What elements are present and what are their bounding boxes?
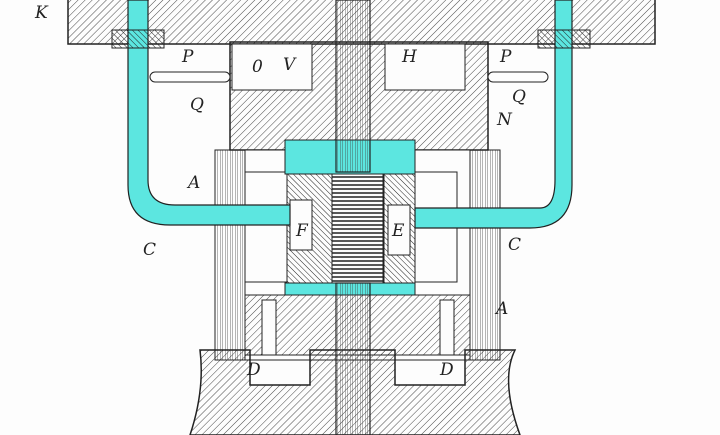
label-h: H	[401, 47, 418, 67]
body-wall-right	[469, 149, 501, 361]
label-e: E	[391, 221, 405, 241]
label-p-left: P	[181, 47, 194, 67]
body-wall-left	[214, 149, 246, 361]
label-q-left: Q	[190, 95, 204, 115]
label-d-right: D	[439, 360, 454, 380]
channel-right	[439, 299, 455, 356]
fitting-left	[111, 29, 165, 49]
label-q-right: Q	[512, 87, 526, 107]
pipe-right	[414, 0, 573, 229]
pipe-left	[127, 0, 291, 226]
pin-right	[487, 71, 549, 83]
port-left	[231, 43, 313, 91]
label-a-right: A	[494, 299, 508, 319]
shaft	[335, 0, 371, 173]
fitting-right	[537, 29, 591, 49]
channel-left	[261, 299, 277, 356]
label-n: N	[496, 110, 513, 130]
label-p-right: P	[499, 47, 512, 67]
label-c-right: C	[508, 235, 521, 255]
chamber-left	[244, 171, 288, 283]
shaft-lower	[335, 282, 371, 435]
port-right	[384, 43, 466, 91]
label-c-left: C	[143, 240, 156, 260]
label-d-left: D	[246, 360, 261, 380]
label-o: 0	[252, 57, 263, 77]
label-k: K	[34, 3, 49, 23]
rack-gear	[331, 173, 385, 284]
label-a-left: A	[186, 173, 200, 193]
pin-left	[149, 71, 231, 83]
label-v: V	[283, 55, 297, 75]
opening-e	[387, 204, 411, 256]
label-f: F	[295, 221, 309, 241]
